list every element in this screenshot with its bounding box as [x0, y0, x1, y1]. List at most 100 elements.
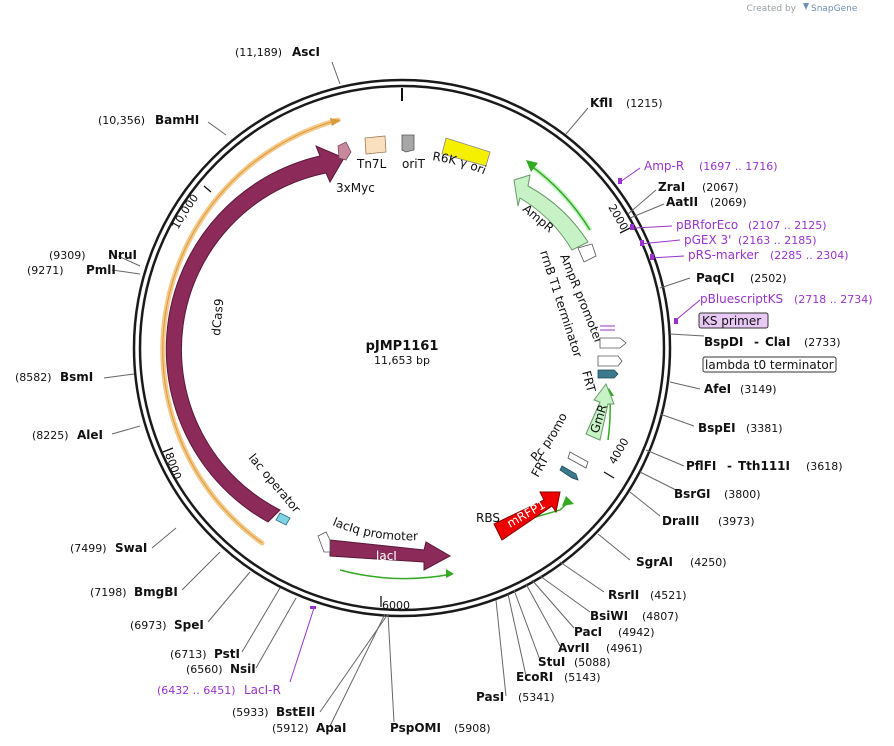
mrfp1-feature[interactable] — [493, 491, 561, 541]
primer-marks — [310, 178, 678, 609]
tick-label-8000: 8000 — [162, 451, 184, 482]
myc-tag-feature[interactable] — [337, 141, 352, 161]
site-pos-bspEI: (3381) — [746, 422, 783, 435]
site-name-kflI[interactable]: KflI — [590, 96, 613, 110]
site-pos-sgrAI: (4250) — [690, 556, 727, 569]
snapgene-logo-icon — [803, 3, 809, 10]
lambda-terminator-text: lambda t0 terminator — [705, 358, 834, 372]
site-name-speI[interactable]: SpeI — [174, 618, 204, 632]
lambda-terminator-feature[interactable] — [597, 355, 623, 367]
site-pos-pspOMI: (5908) — [454, 722, 491, 735]
site-name-sgrAI[interactable]: SgrAI — [636, 555, 673, 569]
site-name-bspEI[interactable]: BspEI — [698, 421, 736, 435]
site-name-claI[interactable]: ClaI — [765, 335, 790, 349]
site-pos-zraI: (2067) — [702, 181, 739, 194]
gmr-label: GmR — [588, 403, 610, 435]
site-name-apaI[interactable]: ApaI — [316, 721, 346, 735]
site-pos-paqCI: (2502) — [750, 272, 787, 285]
site-name-pstI[interactable]: PstI — [214, 647, 240, 661]
site-name-draIII[interactable]: DraIII — [662, 514, 699, 528]
primer-pos-pbrforeco: (2107 .. 2125) — [748, 219, 827, 232]
rrnb-terminator-feature[interactable] — [599, 337, 627, 349]
site-name-swaI[interactable]: SwaI — [115, 541, 147, 555]
site-name-bsmI[interactable]: BsmI — [60, 370, 93, 384]
site-name-afeI[interactable]: AfeI — [704, 382, 731, 396]
site-name-zraI[interactable]: ZraI — [658, 180, 685, 194]
primer-pos-pgex3: (2163 .. 2185) — [738, 234, 817, 247]
site-sep-pflFI: - — [727, 459, 732, 473]
pc-promoter-feature[interactable] — [567, 451, 589, 469]
lac-operator-feature[interactable] — [275, 512, 291, 526]
site-name-aatII[interactable]: AatII — [666, 195, 698, 209]
frt-feature-1[interactable] — [597, 369, 619, 379]
site-name-pflFI[interactable]: PflFI — [686, 459, 716, 473]
site-name-pmlI[interactable]: PmlI — [86, 263, 116, 277]
primer-name-amp-r[interactable]: Amp-R — [644, 159, 684, 173]
primer-name-laci-r[interactable]: LacI-R — [244, 683, 281, 697]
mrfp1-label: mRFP1 — [505, 498, 548, 531]
orit-label: oriT — [402, 157, 426, 171]
site-name-nruI[interactable]: NruI — [108, 248, 137, 262]
site-name-bamHI[interactable]: BamHI — [155, 113, 199, 127]
site-pos-bsrGI: (3800) — [724, 488, 761, 501]
site-pos-bsmI: (8582) — [15, 371, 52, 384]
site-name-bsiWI[interactable]: BsiWI — [590, 609, 628, 623]
credit-prefix: Created by — [746, 4, 796, 14]
laci-orf-arrowhead — [446, 569, 454, 578]
backbone — [132, 78, 672, 618]
ampr-promoter-feature[interactable] — [577, 243, 597, 263]
myc-tag-label: 3xMyc — [336, 181, 375, 195]
tn7l-label: Tn7L — [356, 157, 387, 171]
mrfp1-orf-arrowhead — [562, 496, 574, 506]
lambda-terminator-box[interactable] — [702, 356, 837, 373]
laci-feature[interactable] — [329, 539, 452, 571]
site-name-aleI[interactable]: AleI — [77, 428, 103, 442]
primer-name-pbrforeco[interactable]: pBRforEco — [676, 218, 738, 232]
site-pos-aatII: (2069) — [710, 196, 747, 209]
site-name-pspOMI[interactable]: PspOMI — [390, 721, 441, 735]
plasmid-length: 11,653 bp — [374, 354, 430, 367]
site-name-stuI[interactable]: StuI — [538, 655, 565, 669]
site-name-bspDI[interactable]: BspDI — [704, 335, 743, 349]
ampr-feature[interactable] — [513, 174, 589, 251]
site-name-bmgBI[interactable]: BmgBI — [134, 585, 178, 599]
site-pos-claI: (2733) — [804, 336, 841, 349]
site-pos-draIII: (3973) — [718, 515, 755, 528]
site-name-pasI[interactable]: PasI — [476, 690, 504, 704]
tn7l-feature[interactable] — [364, 135, 387, 155]
primer-leaders — [289, 167, 701, 683]
site-name-ecoRI[interactable]: EcoRI — [516, 670, 553, 684]
frt-label-1: FRT — [579, 369, 598, 394]
site-pos-bstEII: (5933) — [232, 706, 269, 719]
site-pos-pmlI: (9271) — [27, 264, 64, 277]
primer-pos-amp-r: (1697 .. 1716) — [699, 160, 778, 173]
ampr-orf-arrowhead — [526, 160, 538, 172]
dcas9-feature[interactable] — [165, 145, 345, 523]
laciq-promoter-label: lacIq promoter — [331, 515, 418, 544]
laciq-promoter-feature[interactable] — [317, 531, 331, 553]
site-pos-pacI: (4942) — [618, 626, 655, 639]
primer-name-pbluescriptks[interactable]: pBluescriptKS — [700, 292, 783, 306]
orit-feature[interactable] — [401, 134, 415, 153]
r6k-ori-feature[interactable] — [441, 137, 491, 167]
site-pos-ascI: (11,189) — [235, 46, 282, 59]
site-pos-nruI: (9309) — [49, 249, 86, 262]
site-name-nsiI[interactable]: NsiI — [230, 662, 256, 676]
site-name-pacI[interactable]: PacI — [574, 625, 602, 639]
site-name-paqCI[interactable]: PaqCI — [696, 271, 734, 285]
site-name-ascI[interactable]: AscI — [292, 45, 320, 59]
site-name-avrII[interactable]: AvrII — [558, 641, 590, 655]
ks-primer-box[interactable] — [698, 312, 769, 329]
site-name-bsrGI[interactable]: BsrGI — [674, 487, 711, 501]
site-name-tth111I[interactable]: Tth111I — [738, 459, 790, 473]
ks-primer-text: KS primer — [702, 314, 761, 328]
site-pos-nsiI: (6560) — [186, 663, 223, 676]
frt-feature-2[interactable] — [559, 465, 579, 481]
site-pos-apaI: (5912) — [272, 722, 309, 735]
primer-name-prs-marker[interactable]: pRS-marker — [688, 248, 759, 262]
primer-name-pgex3[interactable]: pGEX 3' — [684, 233, 731, 247]
site-pos-kflI: (1215) — [626, 97, 663, 110]
site-name-bstEII[interactable]: BstEII — [276, 705, 315, 719]
site-name-rsrII[interactable]: RsrII — [608, 588, 639, 602]
gmr-feature[interactable] — [585, 382, 615, 441]
